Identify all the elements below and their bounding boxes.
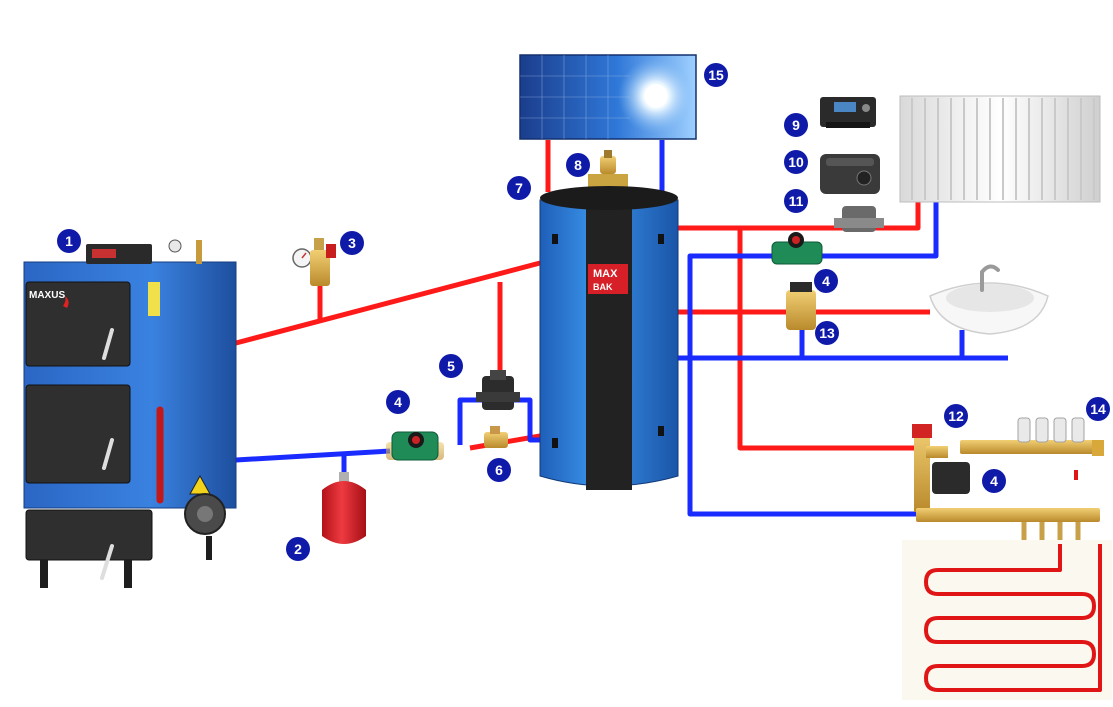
badge-2: 2 [286, 537, 310, 561]
badge-15: 15 [704, 63, 728, 87]
svg-text:8: 8 [574, 157, 582, 173]
badge-13: 13 [815, 321, 839, 345]
svg-text:4: 4 [822, 273, 830, 289]
boiler-thermometer-icon [168, 239, 182, 253]
cold-pipe-radiator-return [687, 200, 939, 470]
boiler-middle-door [25, 384, 131, 484]
manifold-valve [914, 426, 930, 512]
hot-pipe-floor-supply [737, 228, 918, 451]
thermostatic-valve [476, 370, 520, 410]
boiler-ash-door [25, 509, 153, 561]
circulation-pump-floor [932, 462, 970, 494]
tank-logo [588, 264, 628, 294]
badge-4-boiler-pump: 4 [386, 390, 410, 414]
solar-panel [519, 54, 697, 140]
circulation-pump-radiator [771, 232, 823, 265]
svg-text:6: 6 [495, 462, 503, 478]
cold-pipe-bypass-loop [457, 397, 544, 445]
safety-group [292, 238, 336, 286]
faucet-icon [980, 264, 1000, 292]
badge-10: 10 [784, 150, 808, 174]
hot-pipe-boiler-supply [235, 260, 541, 346]
badge-9: 9 [784, 113, 808, 137]
controller [820, 97, 876, 128]
badge-3: 3 [340, 231, 364, 255]
boiler-logo: MAXUS [29, 290, 65, 301]
badge-7: 7 [507, 176, 531, 200]
badge-12: 12 [944, 404, 968, 428]
svg-text:13: 13 [819, 325, 835, 341]
floor-heating-loop [924, 470, 1102, 692]
wash-basin [929, 264, 1049, 335]
buffer-tank: MAX BAK [539, 174, 679, 490]
badge-6: 6 [487, 458, 511, 482]
floor-heating-manifold [902, 417, 1112, 700]
badge-11: 11 [784, 189, 808, 213]
svg-text:11: 11 [789, 193, 804, 209]
flame-icon [63, 296, 69, 308]
air-vent [600, 150, 616, 174]
svg-text:2: 2 [294, 541, 302, 557]
badge-14: 14 [1086, 397, 1110, 421]
tank-logo-line2: BAK [593, 282, 613, 292]
svg-text:3: 3 [348, 235, 356, 251]
mixing-valve [834, 206, 884, 232]
svg-text:14: 14 [1090, 401, 1106, 417]
actuator [820, 154, 880, 194]
badge-4-floor-pump: 4 [982, 469, 1006, 493]
solid-fuel-boiler: MAXUS [23, 239, 237, 588]
number-badges: 1 2 3 4 5 6 7 8 9 10 11 4 13 12 4 14 15 [57, 63, 1110, 561]
svg-text:12: 12 [948, 408, 964, 424]
tank-logo-line1: MAX [593, 268, 618, 280]
svg-text:15: 15 [708, 67, 724, 83]
radiator [899, 95, 1101, 203]
check-valve [484, 426, 508, 448]
badge-8: 8 [566, 153, 590, 177]
boiler-upper-door [25, 281, 131, 367]
badge-4-radiator-pump: 4 [814, 269, 838, 293]
svg-text:4: 4 [394, 394, 402, 410]
dhw-mixing-valve [786, 282, 816, 330]
badge-1: 1 [57, 229, 81, 253]
svg-text:1: 1 [65, 233, 73, 249]
badge-5: 5 [439, 354, 463, 378]
expansion-vessel [322, 472, 366, 544]
circulation-pump-boiler [386, 431, 444, 461]
svg-text:10: 10 [788, 154, 804, 170]
svg-text:4: 4 [990, 473, 998, 489]
svg-text:9: 9 [792, 117, 800, 133]
svg-text:5: 5 [447, 358, 455, 374]
hot-pipe-radiator-supply [678, 200, 921, 231]
cold-pipe-boiler-return [235, 448, 391, 463]
cold-pipe-floor-return [687, 470, 918, 517]
svg-text:7: 7 [515, 180, 523, 196]
